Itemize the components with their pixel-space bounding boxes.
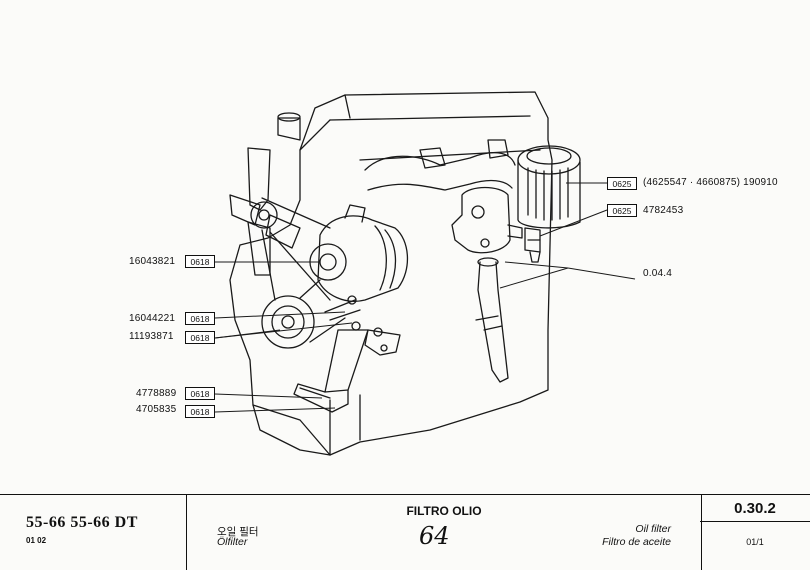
model-code: 01 02 (26, 536, 47, 545)
title-german: Ölfilter (217, 536, 248, 548)
ref-box: 0618 (185, 255, 215, 268)
part-number-16044221: 16044221 (129, 313, 176, 324)
subgroup-reference: 0.04.4 (643, 268, 673, 279)
part-number-4705835: 4705835 (136, 404, 177, 415)
section-cell: 0.30.2 01/1 (700, 494, 810, 570)
description-cell: FILTRO OLIO 오일 필터 Ölfilter 64 Oil filter… (186, 494, 702, 570)
ref-box: 0618 (185, 387, 215, 400)
page-title: FILTRO OLIO (406, 504, 482, 518)
model-name: 55-66 55-66 DT (26, 514, 138, 531)
ref-box: 0618 (185, 331, 215, 344)
part-number-16043821: 16043821 (129, 256, 176, 267)
section-number: 0.30.2 (734, 500, 776, 517)
engine-exploded-drawing (214, 91, 636, 456)
oil-filter-part-numbers: (4625547 · 4660875) 190910 (643, 177, 778, 188)
sheet-number: 01/1 (746, 537, 764, 547)
handwritten-page-number: 64 (419, 522, 450, 550)
title-korean: 오일 필터 (217, 526, 259, 538)
ref-box: 0625 (607, 204, 637, 217)
title-english: Oil filter (635, 523, 671, 535)
part-number-11193871: 11193871 (129, 331, 174, 342)
adapter-part-number: 4782453 (643, 205, 684, 216)
title-block: 55-66 55-66 DT 01 02 FILTRO OLIO 오일 필터 Ö… (0, 494, 810, 570)
ref-box: 0618 (185, 405, 215, 418)
part-number-4778889: 4778889 (136, 388, 177, 399)
model-cell: 55-66 55-66 DT 01 02 (0, 494, 186, 570)
ref-box: 0625 (607, 177, 637, 190)
title-spanish: Filtro de aceite (602, 536, 671, 548)
ref-box: 0618 (185, 312, 215, 325)
